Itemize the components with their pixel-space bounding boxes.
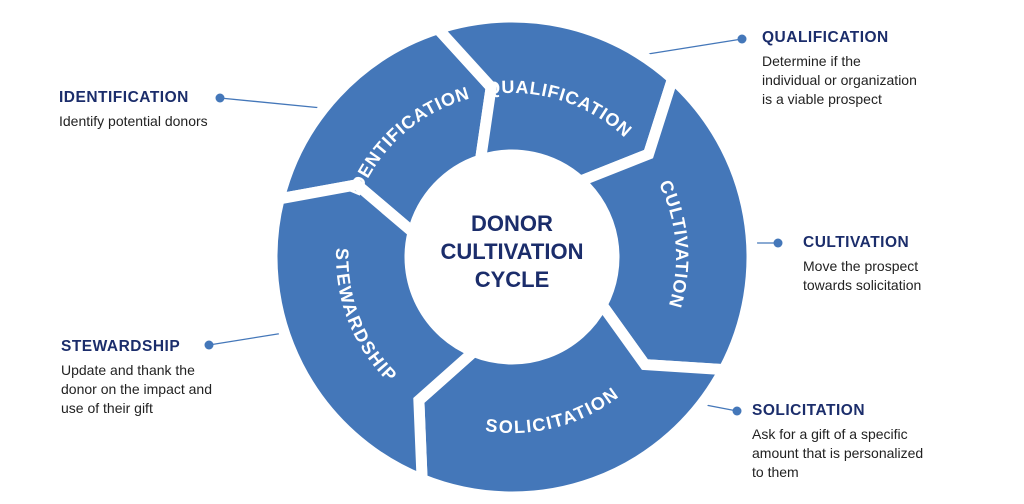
center-title-line-2: CULTIVATION [441,239,584,264]
segment-solicitation [413,294,733,503]
callout-desc-identification: Identify potential donors [59,113,208,129]
callout-title-cultivation: CULTIVATION [803,234,910,251]
callout-desc-solicitation: Ask for a gift of a specific amount that… [752,426,924,480]
center-title-line-3: CYCLE [475,267,550,292]
callout-title-solicitation: SOLICITATION [752,402,866,419]
dot-cultivation [773,238,783,248]
callout-title-identification: IDENTIFICATION [59,89,189,106]
callout-cultivation: CULTIVATION Move the prospect towards so… [803,234,1003,295]
segment-qualification [428,11,679,188]
dot-qualification [737,34,747,44]
callout-identification: IDENTIFICATION Identify potential donors [59,89,279,131]
connector-identification [219,97,323,109]
dot-solicitation [732,406,742,416]
callout-desc-cultivation: Move the prospect towards solicitation [803,258,922,293]
connector-stewardship [208,331,291,346]
segment-cultivation [569,68,758,376]
callout-qualification: QUALIFICATION Determine if the individua… [762,29,992,109]
cycle-segments [266,11,758,503]
callout-desc-qualification: Determine if the individual or organizat… [762,53,917,107]
center-title: DONOR CULTIVATION CYCLE [441,211,584,292]
callout-title-stewardship: STEWARDSHIP [61,338,181,355]
dot-stewardship [204,340,214,350]
connector-qualification [647,38,743,55]
callout-solicitation: SOLICITATION Ask for a gift of a specifi… [752,402,1002,482]
dot-identification [215,93,225,103]
callout-desc-stewardship: Update and thank the donor on the impact… [61,362,212,416]
connectors [204,34,783,416]
callout-stewardship: STEWARDSHIP Update and thank the donor o… [61,338,271,418]
callout-title-qualification: QUALIFICATION [762,29,889,46]
center-title-line-1: DONOR [471,211,553,236]
segment-stewardship [266,178,485,488]
